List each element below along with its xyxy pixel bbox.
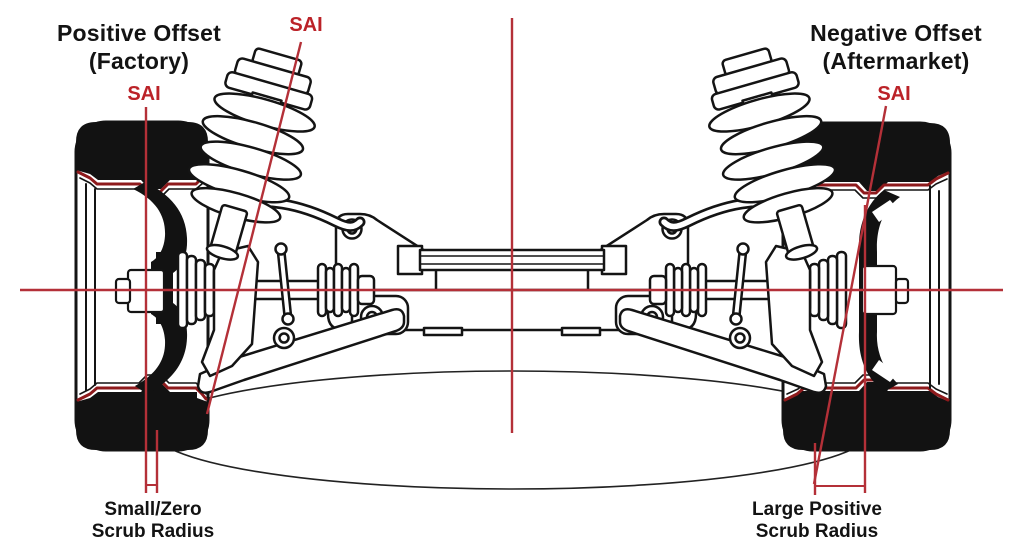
left-caliper-upper (156, 252, 182, 265)
right-scrub-line1: Large Positive (752, 499, 882, 520)
left-sidewall-lines (85, 183, 96, 391)
right-title-line2: (Aftermarket) (822, 48, 970, 74)
right-title-line1: Negative Offset (810, 20, 982, 46)
right-tire-bottom-accent (783, 378, 950, 402)
right-control-arm (618, 308, 828, 394)
right-coil-spring (708, 92, 837, 224)
left-sai-strut-label: SAI (289, 14, 323, 36)
right-sai-strut-line (812, 105, 888, 485)
left-scrub-label: Small/Zero Scrub Radius (92, 499, 214, 543)
right-knuckle (764, 244, 824, 378)
right-sidewall-lines (929, 185, 940, 389)
left-strut (187, 47, 316, 261)
right-rim-face (858, 190, 900, 392)
left-control-arm (196, 308, 406, 394)
left-scrub-line2: Scrub Radius (91, 521, 215, 542)
left-title: Positive Offset (Factory) (57, 19, 221, 75)
left-coil-spring (187, 92, 316, 224)
right-scrub-label: Large Positive Scrub Radius (752, 499, 882, 543)
right-tire-bottom-tread (783, 382, 950, 450)
left-tire-bottom-tread (76, 383, 208, 450)
left-scrub-line1: Small/Zero (104, 499, 202, 520)
left-caliper-lower (156, 311, 182, 324)
right-sai-strut-label: SAI (877, 83, 911, 105)
left-suspension (176, 47, 406, 394)
right-strut (708, 47, 837, 261)
left-title-line1: Positive Offset (56, 20, 222, 46)
left-knuckle (200, 244, 260, 378)
left-sai-axis-label: SAI (127, 83, 161, 105)
right-wheel (781, 121, 952, 452)
right-title: Negative Offset (Aftermarket) (810, 19, 982, 75)
right-spoke-slot-lower (872, 360, 897, 382)
left-sai-strut-line (205, 41, 303, 415)
right-scrub-line2: Scrub Radius (755, 521, 879, 542)
left-tire-top-tread (76, 122, 208, 189)
left-title-line2: (Factory) (88, 48, 190, 74)
right-spoke-slot-upper (872, 200, 897, 222)
annotation-lines (20, 18, 1003, 495)
